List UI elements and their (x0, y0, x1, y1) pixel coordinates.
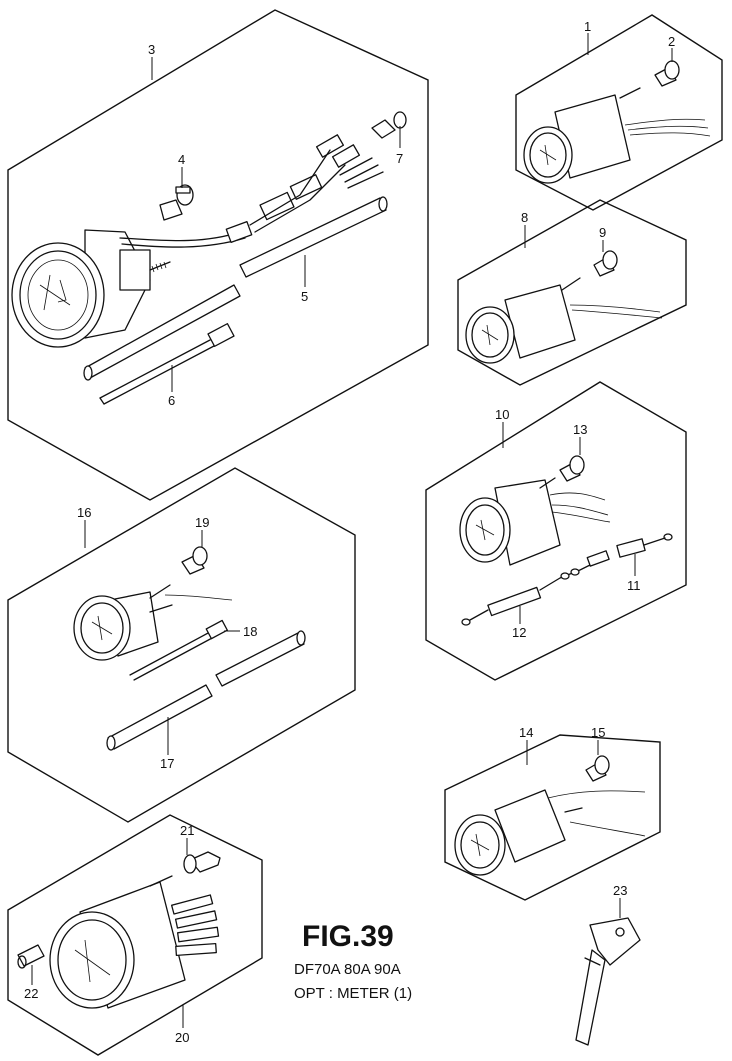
harness-11 (616, 533, 673, 576)
panel-assembly-1 (515, 14, 723, 211)
tube-5 (83, 196, 388, 381)
bulb-13 (559, 437, 585, 482)
bulb-22 (17, 944, 45, 985)
bulb-21 (183, 838, 221, 874)
gauge-meter-8 (465, 277, 663, 364)
callout-5: 5 (301, 289, 308, 304)
panel-assembly-16 (7, 467, 356, 823)
callout-14: 14 (519, 725, 533, 740)
bulb-9 (593, 240, 618, 277)
callout-9: 9 (599, 225, 606, 240)
callout-18: 18 (243, 624, 257, 639)
bulb-7 (371, 111, 407, 148)
callout-19: 19 (195, 515, 209, 530)
cable-tie-6 (99, 323, 235, 405)
tube-17 (106, 630, 306, 755)
gauge-meter-10 (459, 477, 611, 566)
callout-12: 12 (512, 625, 526, 640)
figure-title: FIG.39 (302, 920, 394, 953)
callout-21: 21 (180, 823, 194, 838)
callout-13: 13 (573, 422, 587, 437)
callout-22: 22 (24, 986, 38, 1001)
callout-20: 20 (175, 1030, 189, 1045)
figure-subtitle: OPT : METER (1) (294, 985, 412, 1002)
callout-17: 17 (160, 756, 174, 771)
panel-assembly-3 (7, 9, 429, 501)
cable-tie-18 (129, 619, 240, 681)
callout-16: 16 (77, 505, 91, 520)
callout-10: 10 (495, 407, 509, 422)
panel-assembly-8 (457, 199, 687, 386)
callout-4: 4 (178, 152, 185, 167)
panel-assembly-14 (444, 734, 661, 901)
harness-12 (461, 550, 610, 626)
wire-harness-3 (119, 134, 384, 248)
panel-assembly-10 (425, 381, 687, 681)
callout-15: 15 (591, 725, 605, 740)
gauge-meter-14 (454, 789, 646, 876)
bulb-socket-4 (159, 167, 194, 221)
gauge-meter-16 (73, 584, 233, 661)
bulb-2 (654, 48, 680, 87)
bulb-15 (585, 740, 610, 782)
callout-6: 6 (168, 393, 175, 408)
callout-8: 8 (521, 210, 528, 225)
sender-bracket-23 (575, 898, 641, 1046)
gauge-meter-3 (11, 229, 171, 348)
callout-2: 2 (668, 34, 675, 49)
callout-1: 1 (584, 19, 591, 34)
bulb-19 (181, 530, 208, 575)
panel-assembly-20 (7, 814, 263, 1056)
callout-3: 3 (148, 42, 155, 57)
callout-23: 23 (613, 883, 627, 898)
gauge-meter-1 (523, 87, 711, 184)
gauge-meter-20 (49, 875, 220, 1009)
figure-models: DF70A 80A 90A (294, 961, 401, 978)
callout-7: 7 (396, 151, 403, 166)
callout-11: 11 (627, 578, 641, 593)
